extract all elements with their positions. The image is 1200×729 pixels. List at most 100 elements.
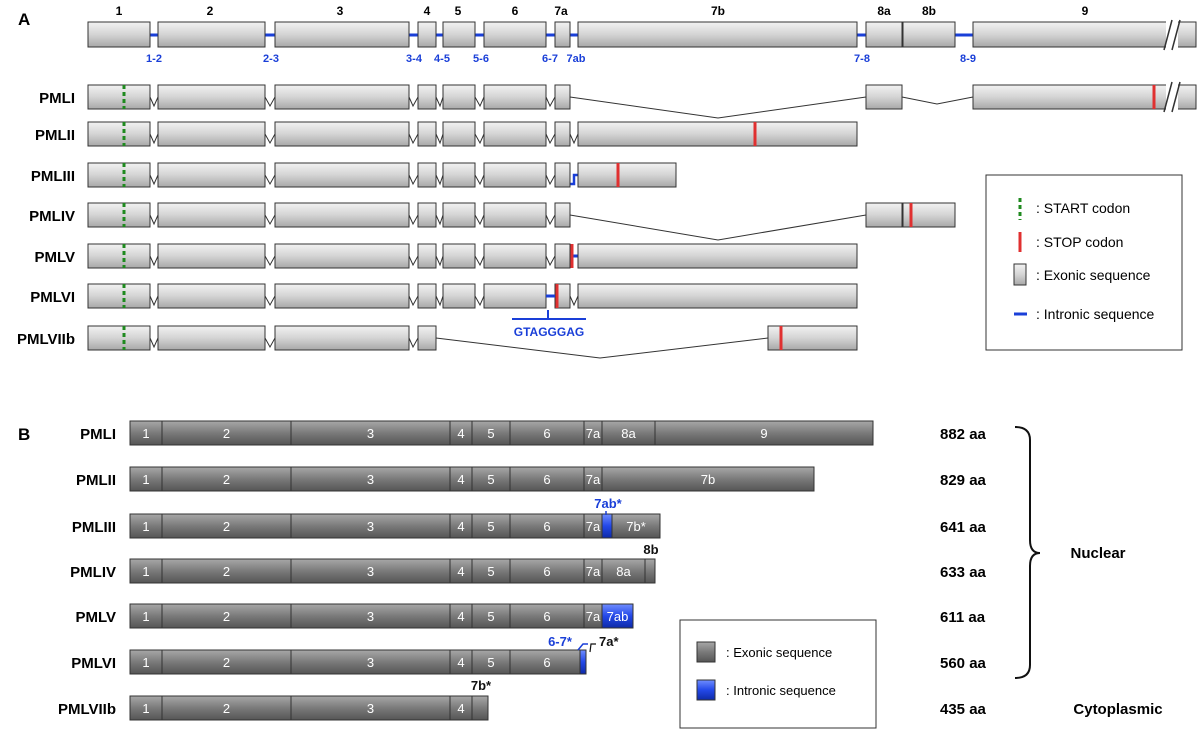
protein-segment — [509, 558, 585, 584]
panel-b-label: B — [18, 425, 30, 444]
intron-label-2-3: 2-3 — [263, 53, 279, 65]
protein-segment — [654, 420, 874, 446]
legend-stop-label: : STOP codon — [1036, 234, 1123, 250]
protein-segment — [509, 513, 585, 539]
protein-segment-label: 3 — [367, 426, 374, 441]
protein-segment — [611, 513, 661, 539]
isoform-name-pmliii: PMLIII — [31, 168, 75, 185]
isoform-name-pmlvi: PMLVI — [30, 289, 75, 306]
transcript-pmliii — [87, 162, 677, 188]
protein-segment-label: 3 — [367, 655, 374, 670]
protein-segment — [161, 513, 292, 539]
intron-label-3-4: 3-4 — [406, 53, 423, 65]
protein-segment-label: 5 — [487, 609, 494, 624]
protein-segment — [509, 603, 585, 629]
protein-segment — [161, 649, 292, 675]
protein-segment-label: 4 — [457, 564, 464, 579]
genomic-exon-3 — [274, 21, 410, 48]
genomic-intron-labels: 1-2 2-3 3-4 4-5 5-6 6-7 7ab 7-8 8-9 — [146, 53, 976, 65]
protein-isoform-name: PMLV — [75, 609, 116, 626]
protein-segment-label: 2 — [223, 519, 230, 534]
protein-segment — [290, 513, 451, 539]
protein-isoform-name: PMLIV — [70, 564, 116, 581]
protein-segment — [471, 513, 511, 539]
protein-segment — [644, 558, 656, 584]
exon-label-5: 5 — [455, 4, 462, 18]
protein-segment — [471, 649, 511, 675]
legend-intronic-label-b: : Intronic sequence — [726, 683, 836, 698]
legend-intronic-swatch-b — [696, 679, 716, 701]
annotation-pmlvi-7a: 7a* — [599, 634, 619, 649]
protein-segment-label: 7a — [586, 519, 601, 534]
genomic-exon-2 — [157, 21, 266, 48]
protein-segment — [129, 466, 163, 492]
protein-segment — [601, 603, 634, 629]
protein-segment-label: 2 — [223, 564, 230, 579]
protein-segment-label: 6 — [543, 609, 550, 624]
protein-segment-label: 2 — [223, 426, 230, 441]
panel-a-label: A — [18, 10, 30, 29]
protein-segment-label: 6 — [543, 564, 550, 579]
intron-label-1-2: 1-2 — [146, 53, 162, 65]
protein-segment-label: 7b — [701, 472, 715, 487]
protein-segment-label: 4 — [457, 655, 464, 670]
protein-segment-label: 4 — [457, 472, 464, 487]
transcript-pmlii — [87, 121, 858, 147]
genomic-exon-1 — [87, 21, 151, 48]
annotation-pmlvi-67: 6-7* — [548, 634, 573, 649]
protein-segment — [290, 695, 451, 721]
protein-segment-label: 7a — [586, 426, 601, 441]
protein-segment — [509, 420, 585, 446]
protein-segment-label: 8a — [621, 426, 636, 441]
protein-segment — [471, 420, 511, 446]
transcript-pmlviib — [87, 325, 858, 359]
protein-segment-label: 7a — [586, 472, 601, 487]
panel-b-annotations: 7ab* 8b 6-7* 7a* 7b* — [471, 496, 659, 693]
protein-segment — [471, 558, 511, 584]
legend-exonic-swatch-a — [1013, 263, 1027, 286]
protein-segment-label: 1 — [142, 472, 149, 487]
genomic-exon-6 — [483, 21, 547, 48]
exon-label-7a: 7a — [554, 4, 568, 18]
isoform-name-pmlv: PMLV — [34, 249, 75, 266]
isoform-name-pmlii: PMLII — [35, 127, 75, 144]
intron-label-8-9: 8-9 — [960, 53, 976, 65]
legend-b-box — [679, 619, 877, 729]
intron-label-7-8: 7-8 — [854, 53, 870, 65]
exon-label-9: 9 — [1082, 4, 1089, 18]
protein-segment-label: 1 — [142, 519, 149, 534]
isoform-name-pmli: PMLI — [39, 90, 75, 107]
protein-isoform-name: PMLI — [80, 426, 116, 443]
legend-exonic-label-a: : Exonic sequence — [1036, 267, 1151, 283]
genomic-break-gap — [1166, 18, 1178, 51]
protein-segment — [579, 649, 587, 675]
protein-segment-label: 5 — [487, 426, 494, 441]
protein-segment-label: 5 — [487, 655, 494, 670]
intron-label-7ab: 7ab — [567, 53, 586, 65]
protein-segment-label: 2 — [223, 701, 230, 716]
protein-segment-label: 1 — [142, 609, 149, 624]
protein-segment-label: 3 — [367, 564, 374, 579]
protein-length: 435 aa — [940, 701, 987, 718]
protein-segment-label: 2 — [223, 472, 230, 487]
exon-label-1: 1 — [116, 4, 123, 18]
protein-length: 882 aa — [940, 426, 987, 443]
legend-exonic-label-b: : Exonic sequence — [726, 645, 832, 660]
protein-segment-label: 2 — [223, 609, 230, 624]
exon-label-6: 6 — [512, 4, 519, 18]
protein-isoform-name: PMLVI — [71, 655, 116, 672]
protein-segment-label: 9 — [760, 426, 767, 441]
genomic-exon-labels: 1 2 3 4 5 6 7a 7b 8a 8b 9 — [116, 4, 1089, 18]
annotation-pmliii-7ab: 7ab* — [594, 496, 622, 511]
protein-segment-label: 7ab — [607, 609, 629, 624]
genomic-break-line-2 — [1171, 19, 1181, 51]
protein-segment — [601, 466, 815, 492]
intron-label-4-5: 4-5 — [434, 53, 450, 65]
protein-isoform-name: PMLVIIb — [58, 701, 116, 718]
transcript-pmlv — [87, 243, 858, 269]
protein-segment-label: 6 — [543, 426, 550, 441]
exon-label-8a: 8a — [877, 4, 891, 18]
isoform-name-pmliv: PMLIV — [29, 208, 75, 225]
legend-exonic-swatch-b — [696, 641, 716, 663]
protein-segment-label: 3 — [367, 609, 374, 624]
